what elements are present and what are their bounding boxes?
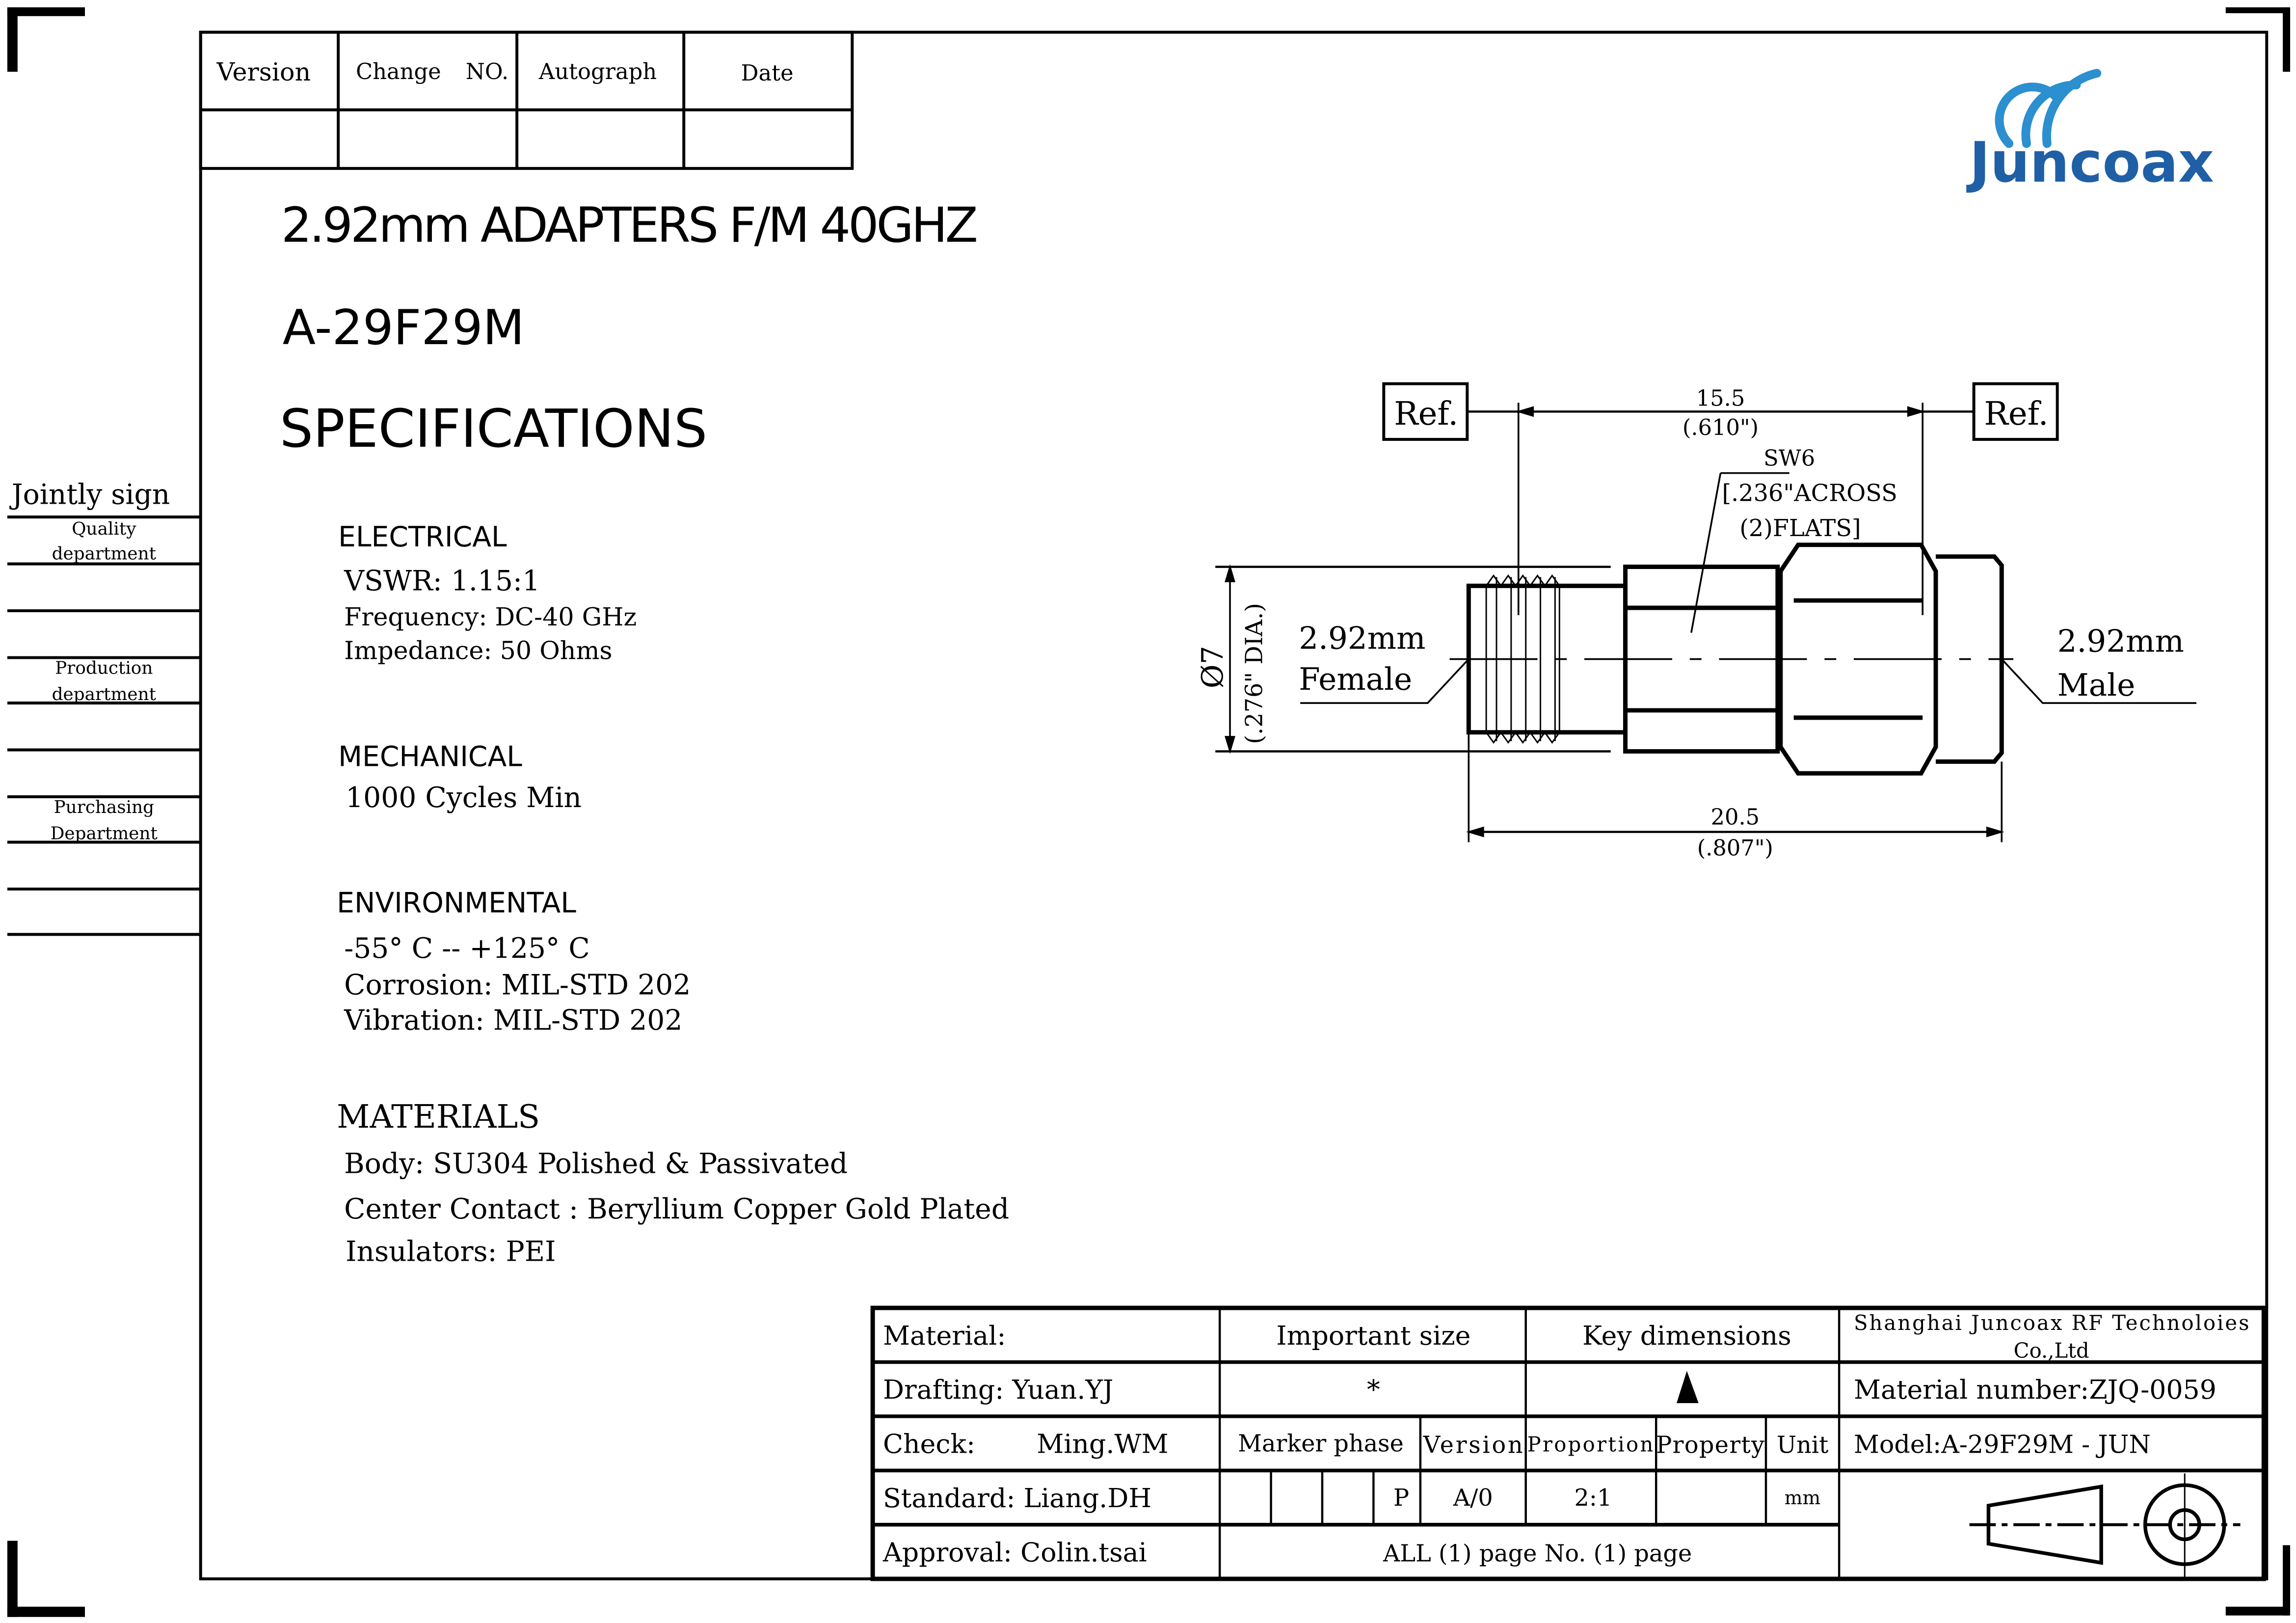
sw-note-2: (2)FLATS] — [1739, 515, 1861, 542]
tb-important-size: Important size — [1276, 1320, 1470, 1351]
revision-table — [199, 30, 854, 170]
dept-production-1: Production — [55, 658, 153, 678]
spec-vswr: VSWR: 1.15:1 — [344, 565, 540, 597]
corner-marks — [7, 7, 2291, 1617]
product-title: 2.92mm ADAPTERS F/M 40GHZ — [281, 197, 978, 253]
diameter-label: Ø7 — [1196, 646, 1230, 688]
tb-pages: ALL (1) page No. (1) page — [1383, 1540, 1692, 1567]
drawing-labels: Ref. Ref. 15.5 (.610") SW6 [.236"ACROSS … — [1196, 385, 2184, 861]
tb-approval: Approval: Colin.tsai — [882, 1537, 1147, 1568]
dept-purchasing-1: Purchasing — [54, 797, 155, 817]
tb-unit-value: mm — [1785, 1487, 1821, 1509]
environmental-heading: ENVIRONMENTAL — [337, 887, 576, 920]
tb-version: Version — [1423, 1432, 1523, 1459]
materials-heading: MATERIALS — [337, 1098, 540, 1136]
female-label: Female — [1299, 661, 1412, 697]
projection-symbol-icon — [1969, 1473, 2241, 1579]
tb-drafting: Drafting: Yuan.YJ — [883, 1374, 1113, 1405]
key-dimension-triangle-icon — [1676, 1371, 1699, 1404]
tb-check-name: Ming.WM — [1037, 1429, 1168, 1460]
tb-phase-value: P — [1393, 1485, 1409, 1512]
tb-model: Model:A-29F29M - JUN — [1854, 1430, 2151, 1459]
specifications-heading: SPECIFICATIONS — [280, 398, 707, 460]
rev-header-version: Version — [216, 57, 311, 86]
ref-right-label: Ref. — [1984, 395, 2049, 433]
rev-header-change: Change — [356, 58, 441, 84]
spec-cycles: 1000 Cycles Min — [346, 782, 582, 814]
tb-proportion-value: 2:1 — [1575, 1485, 1612, 1512]
tb-company-line1: Shanghai Juncoax RF Technoloies — [1854, 1311, 2249, 1335]
material-insulators: Insulators: PEI — [346, 1236, 556, 1268]
dim-top-inch: (.610") — [1682, 414, 1759, 440]
adapter-drawing — [1215, 382, 2197, 842]
tb-marker-phase: Marker phase — [1238, 1431, 1404, 1458]
sw-label: SW6 — [1763, 445, 1815, 471]
spec-frequency: Frequency: DC-40 GHz — [344, 602, 637, 631]
tb-unit: Unit — [1777, 1432, 1828, 1459]
rev-header-date: Date — [741, 60, 794, 86]
dept-purchasing-2: Department — [51, 823, 158, 843]
tb-property: Property — [1656, 1432, 1764, 1459]
male-size-label: 2.92mm — [2057, 623, 2184, 659]
jointly-sign-title: Jointly sign — [9, 478, 170, 511]
rev-header-autograph: Autograph — [538, 58, 657, 84]
spec-corrosion: Corrosion: MIL-STD 202 — [344, 969, 691, 1001]
male-label: Male — [2057, 667, 2136, 703]
material-center-contact: Center Contact : Beryllium Copper Gold P… — [344, 1193, 1009, 1225]
tb-proportion: Proportion — [1527, 1433, 1654, 1457]
jointly-sign-panel: Jointly sign Quality department Producti… — [7, 478, 201, 936]
electrical-heading: ELECTRICAL — [338, 521, 507, 553]
dim-top-mm: 15.5 — [1696, 385, 1745, 411]
juncoax-logo: Juncoax — [1966, 69, 2214, 195]
logo-text: Juncoax — [1966, 130, 2214, 195]
tb-important-symbol: * — [1367, 1374, 1380, 1405]
dim-bottom-mm: 20.5 — [1711, 804, 1760, 830]
tb-material-number: Material number:ZJQ-0059 — [1854, 1374, 2216, 1405]
spec-vibration: Vibration: MIL-STD 202 — [344, 1004, 682, 1036]
ref-left-label: Ref. — [1394, 395, 1458, 433]
dept-quality-2: department — [52, 544, 157, 564]
spec-impedance: Impedance: 50 Ohms — [344, 636, 612, 665]
diameter-inch-label: (.276" DIA.) — [1241, 603, 1268, 744]
tb-material: Material: — [883, 1320, 1006, 1351]
dept-quality-1: Quality — [72, 519, 136, 539]
tb-standard: Standard: Liang.DH — [883, 1483, 1151, 1514]
tb-version-value: A/0 — [1453, 1485, 1493, 1512]
tb-company-line2: Co.,Ltd — [2014, 1339, 2089, 1363]
dim-bottom-inch: (.807") — [1697, 835, 1773, 861]
title-block — [870, 1305, 2266, 1581]
material-body: Body: SU304 Polished & Passivated — [344, 1148, 848, 1180]
tb-key-dimensions: Key dimensions — [1582, 1320, 1791, 1351]
tb-check-label: Check: — [883, 1429, 975, 1460]
product-model: A-29F29M — [283, 300, 525, 356]
sw-note-1: [.236"ACROSS — [1722, 480, 1897, 507]
rev-header-no: NO. — [466, 58, 508, 84]
female-size-label: 2.92mm — [1299, 621, 1425, 656]
dept-production-2: department — [52, 684, 157, 704]
mechanical-heading: MECHANICAL — [338, 740, 522, 773]
spec-temperature: -55° C -- +125° C — [344, 932, 590, 965]
